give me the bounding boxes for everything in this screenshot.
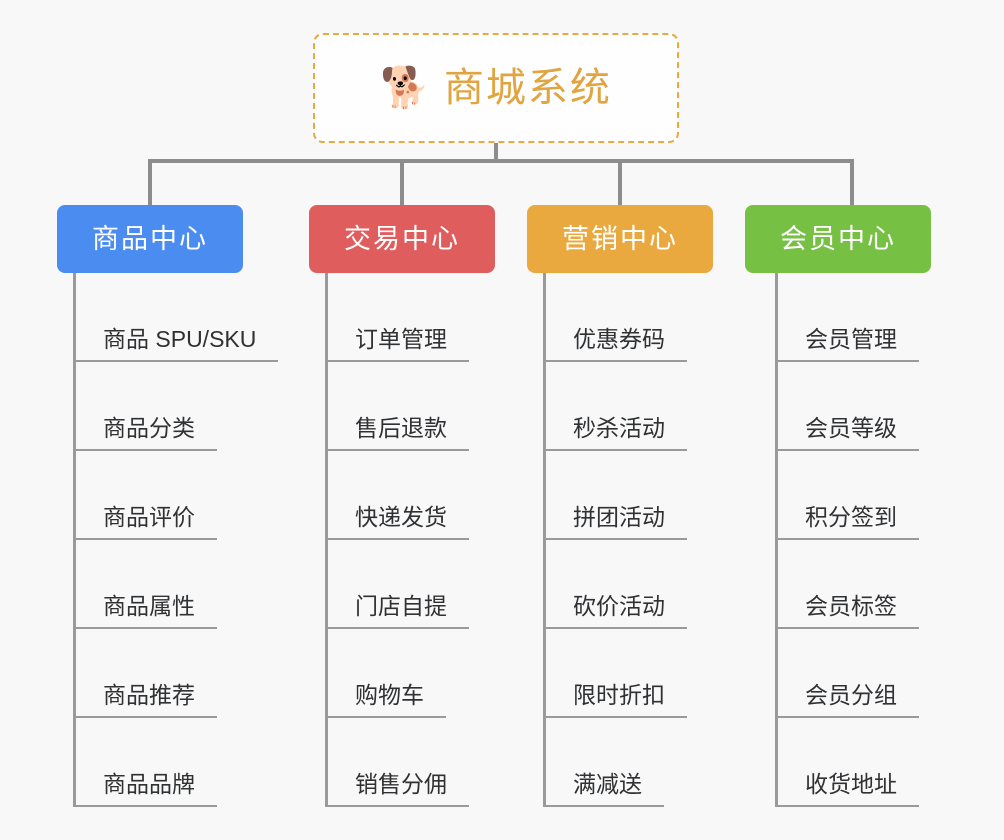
leaf-item-label: 拼团活动 (543, 506, 687, 540)
leaf-spine (325, 273, 328, 807)
leaf-item[interactable]: 会员标签 (775, 540, 919, 629)
leaf-item-label: 商品属性 (73, 595, 217, 629)
connector-drop-4 (850, 159, 854, 205)
leaf-item-label: 优惠券码 (543, 328, 687, 362)
leaf-item-label: 商品 SPU/SKU (73, 328, 279, 362)
leaf-item-label: 砍价活动 (543, 595, 687, 629)
category-box-1[interactable]: 商品中心 (57, 205, 243, 273)
leaf-item[interactable]: 满减送 (543, 718, 687, 807)
leaf-item-label: 会员分组 (775, 684, 919, 718)
leaf-spine (73, 273, 76, 807)
leaf-item[interactable]: 会员管理 (775, 273, 919, 362)
category-label: 会员中心 (780, 223, 896, 254)
connector-root-stem (494, 143, 498, 163)
leaf-item-label: 会员标签 (775, 595, 919, 629)
leaf-column-4: 会员管理会员等级积分签到会员标签会员分组收货地址 (775, 273, 919, 807)
leaf-item[interactable]: 商品属性 (73, 540, 278, 629)
leaf-item-label: 门店自提 (325, 595, 469, 629)
leaf-item[interactable]: 商品分类 (73, 362, 278, 451)
leaf-item[interactable]: 销售分佣 (325, 718, 469, 807)
leaf-item[interactable]: 拼团活动 (543, 451, 687, 540)
leaf-column-2: 订单管理售后退款快递发货门店自提购物车销售分佣 (325, 273, 469, 807)
leaf-item[interactable]: 积分签到 (775, 451, 919, 540)
dog-face-icon: 🐕 (380, 66, 430, 110)
leaf-item-label: 购物车 (325, 684, 446, 718)
connector-horizontal-bus (148, 159, 852, 163)
category-box-4[interactable]: 会员中心 (745, 205, 931, 273)
leaf-item[interactable]: 优惠券码 (543, 273, 687, 362)
category-box-3[interactable]: 营销中心 (527, 205, 713, 273)
leaf-item-label: 会员管理 (775, 328, 919, 362)
leaf-item-label: 商品推荐 (73, 684, 217, 718)
leaf-item-label: 会员等级 (775, 417, 919, 451)
leaf-item[interactable]: 商品推荐 (73, 629, 278, 718)
leaf-item[interactable]: 门店自提 (325, 540, 469, 629)
leaf-item-label: 订单管理 (325, 328, 469, 362)
leaf-column-3: 优惠券码秒杀活动拼团活动砍价活动限时折扣满减送 (543, 273, 687, 807)
leaf-item[interactable]: 购物车 (325, 629, 469, 718)
leaf-item-label: 秒杀活动 (543, 417, 687, 451)
leaf-item-label: 快递发货 (325, 506, 469, 540)
leaf-item[interactable]: 限时折扣 (543, 629, 687, 718)
leaf-item-label: 销售分佣 (325, 773, 469, 807)
leaf-item[interactable]: 会员分组 (775, 629, 919, 718)
leaf-item[interactable]: 售后退款 (325, 362, 469, 451)
leaf-item-label: 商品分类 (73, 417, 217, 451)
leaf-item[interactable]: 商品品牌 (73, 718, 278, 807)
category-box-2[interactable]: 交易中心 (309, 205, 495, 273)
leaf-item[interactable]: 商品评价 (73, 451, 278, 540)
leaf-spine (543, 273, 546, 807)
leaf-spine (775, 273, 778, 807)
leaf-item[interactable]: 订单管理 (325, 273, 469, 362)
leaf-item[interactable]: 秒杀活动 (543, 362, 687, 451)
leaf-item-label: 商品评价 (73, 506, 217, 540)
connector-drop-3 (618, 159, 622, 205)
leaf-item[interactable]: 商品 SPU/SKU (73, 273, 279, 362)
leaf-item-label: 商品品牌 (73, 773, 217, 807)
category-label: 商品中心 (92, 223, 208, 254)
leaf-item-label: 收货地址 (775, 773, 919, 807)
leaf-item-label: 积分签到 (775, 506, 919, 540)
leaf-item[interactable]: 会员等级 (775, 362, 919, 451)
root-title: 商城系统 (443, 66, 612, 110)
connector-drop-2 (400, 159, 404, 205)
leaf-item-label: 售后退款 (325, 417, 469, 451)
leaf-item[interactable]: 砍价活动 (543, 540, 687, 629)
root-node-shop-system[interactable]: 🐕 商城系统 (313, 33, 679, 143)
leaf-column-1: 商品 SPU/SKU 商品分类商品评价商品属性商品推荐商品品牌 (73, 273, 279, 807)
category-label: 交易中心 (344, 223, 460, 254)
leaf-item[interactable]: 收货地址 (775, 718, 919, 807)
leaf-item-label: 限时折扣 (543, 684, 687, 718)
leaf-item[interactable]: 快递发货 (325, 451, 469, 540)
leaf-item-label: 满减送 (543, 773, 664, 807)
connector-drop-1 (148, 159, 152, 205)
category-label: 营销中心 (562, 223, 678, 254)
